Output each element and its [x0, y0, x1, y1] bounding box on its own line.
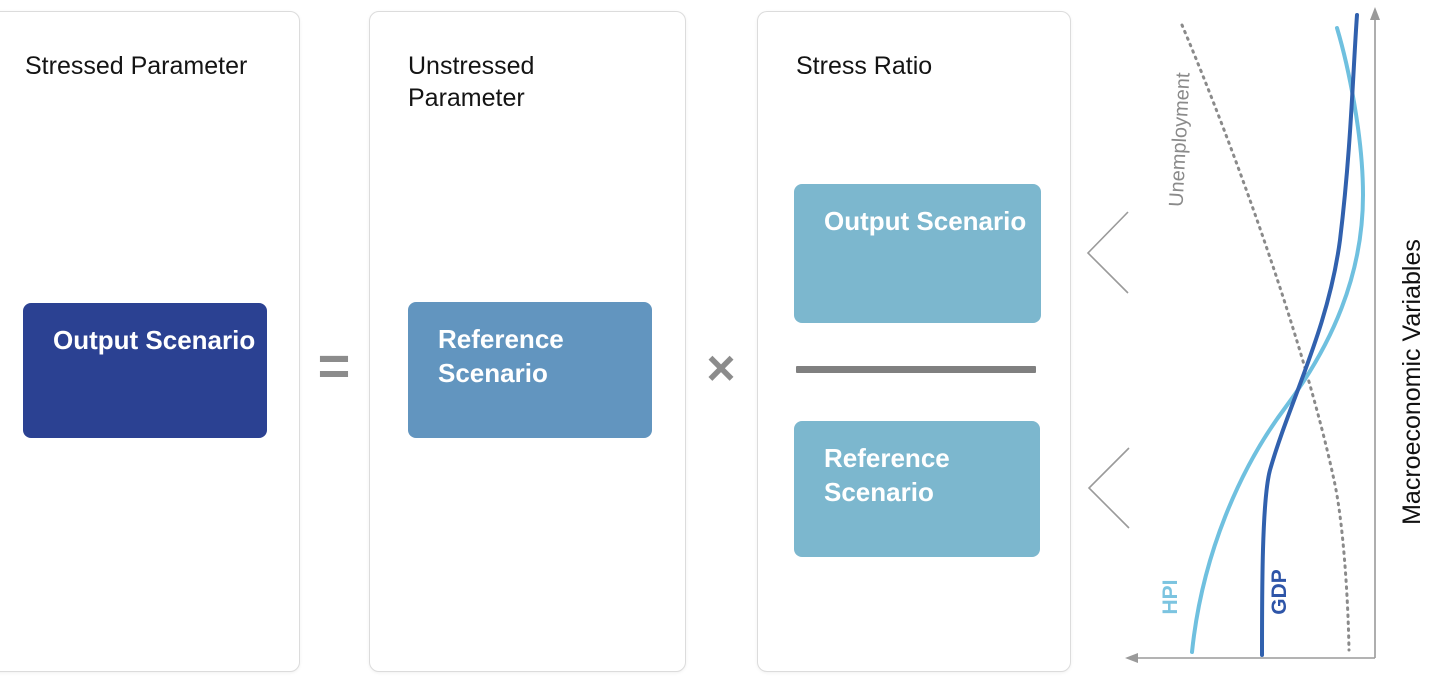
y-axis-arrow-icon [1370, 7, 1380, 20]
x-axis-arrow-icon [1125, 653, 1138, 663]
reference-scenario-label: Reference Scenario [438, 324, 564, 388]
multiply-operator: × [706, 340, 736, 396]
unemployment-label: Unemployment [1166, 72, 1195, 208]
output-scenario-label: Output Scenario [53, 325, 256, 355]
stress-ratio-panel: Stress Ratio Output Scenario Reference S… [757, 11, 1071, 672]
gdp-curve [1260, 13, 1359, 657]
unstressed-parameter-panel: Unstressed Parameter Reference Scenario [369, 11, 686, 672]
gdp-label: GDP [1268, 569, 1291, 615]
fraction-bar [796, 366, 1036, 373]
reference-scenario-box: Reference Scenario [408, 302, 652, 438]
ratio-denominator-label: Reference Scenario [824, 443, 950, 507]
macro-variables-axis-label: Macroeconomic Variables [1398, 239, 1426, 525]
output-scenario-box: Output Scenario [23, 303, 267, 438]
upper-chevron-icon [1086, 211, 1129, 294]
ratio-numerator-label: Output Scenario [824, 206, 1027, 236]
unemployment-curve [1180, 23, 1351, 652]
equals-operator: = [317, 334, 351, 397]
ratio-denominator-box: Reference Scenario [794, 421, 1040, 557]
ratio-numerator-box: Output Scenario [794, 184, 1041, 323]
hpi-label: HPI [1159, 579, 1182, 614]
lower-chevron-icon [1087, 447, 1130, 529]
stressed-panel-title: Stressed Parameter [25, 52, 248, 80]
macro-variables-chart: Unemployment HPI GDP Macroeconomic Varia… [1086, 7, 1426, 663]
unstressed-panel-title: Unstressed Parameter [408, 52, 535, 112]
hpi-curve [1190, 26, 1366, 654]
stressed-parameter-panel: Stressed Parameter Output Scenario [0, 11, 300, 672]
stress-ratio-title: Stress Ratio [796, 52, 933, 80]
